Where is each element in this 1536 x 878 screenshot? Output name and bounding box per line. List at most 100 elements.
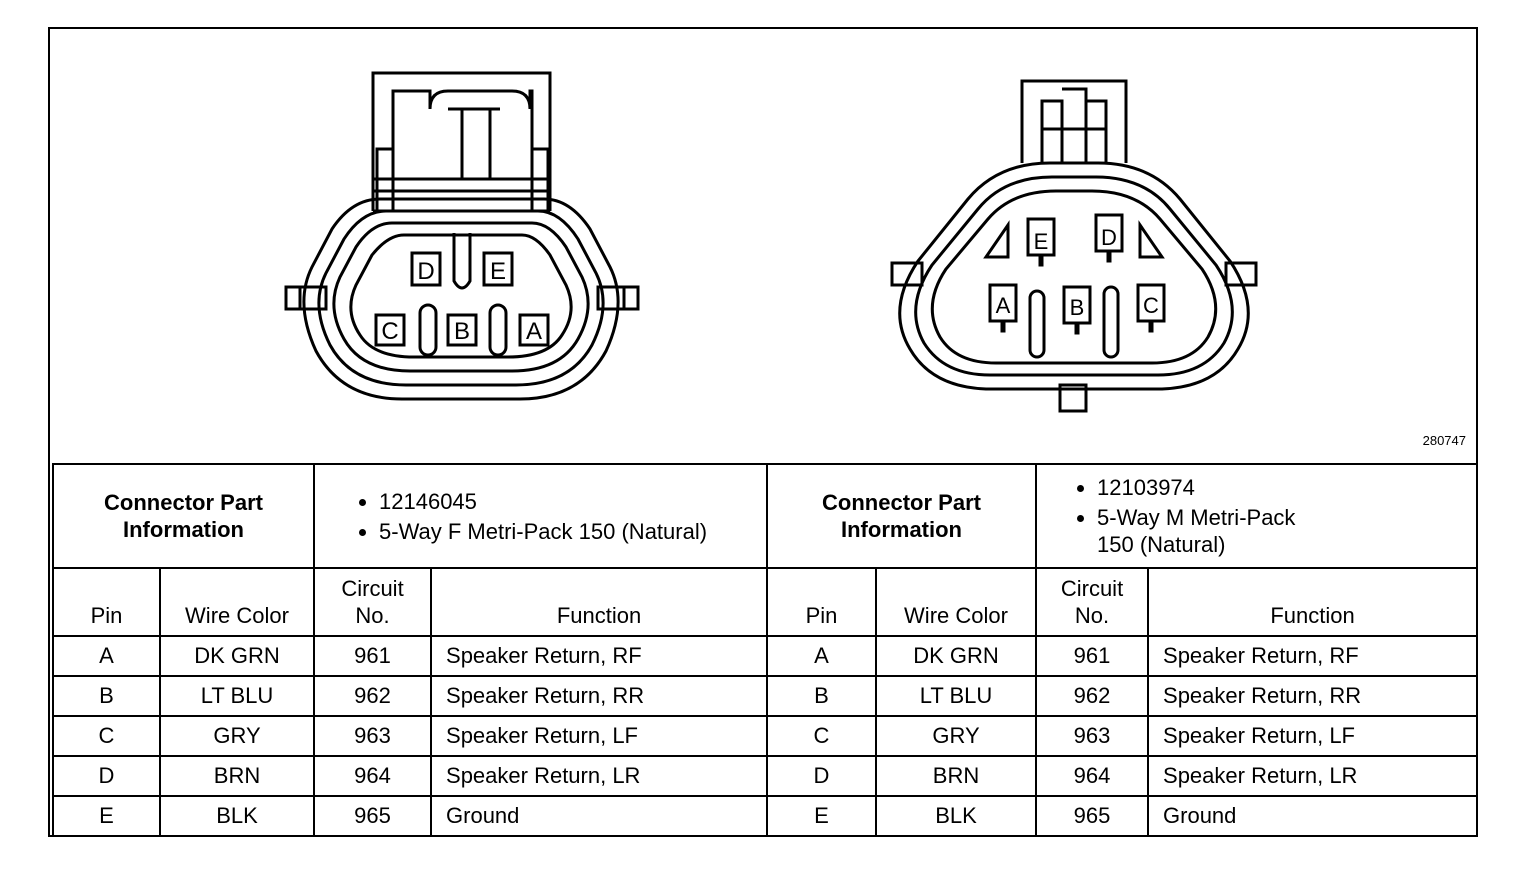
right-rib-1 [1028, 289, 1046, 359]
svg-text:C: C [381, 318, 398, 345]
right-header-circuit-2: No. [1074, 603, 1110, 628]
function-cell: Ground [1147, 795, 1479, 837]
left-info-title-2: Information [123, 517, 244, 542]
right-connector-drawing: E D A B C [890, 79, 1258, 413]
left-info-list: 12146045 5-Way F Metri-Pack 150 (Natural… [313, 463, 769, 569]
svg-text:B: B [1070, 295, 1085, 320]
pin-cell: E [766, 795, 877, 837]
right-header-pin: Pin [766, 567, 877, 637]
svg-text:A: A [526, 318, 542, 345]
left-header-pin: Pin [52, 567, 161, 637]
right-ear-left [890, 261, 924, 287]
function-cell: Speaker Return, LF [430, 715, 769, 757]
right-pin-a: A [988, 283, 1018, 333]
function-cell: Speaker Return, RF [430, 635, 769, 677]
right-part-description: 5-Way M Metri-Pack 150 (Natural) [1097, 504, 1476, 558]
right-header-row: Pin Wire Color Circuit No. Function [766, 567, 1479, 637]
right-header-wire-color: Wire Color [874, 567, 1038, 637]
table-row: D BRN 964 Speaker Return, LR [52, 755, 769, 797]
left-part-number: 12146045 [379, 488, 766, 515]
left-info-row: Connector Part Information 12146045 5-Wa… [51, 463, 769, 569]
circuit-cell: 965 [1035, 795, 1150, 837]
function-cell: Speaker Return, RF [1147, 635, 1479, 677]
right-pin-d: D [1094, 213, 1124, 263]
right-body-mid [914, 175, 1234, 377]
right-part-description-2: 150 (Natural) [1097, 532, 1226, 557]
right-info-label: Connector Part Information [765, 463, 1038, 569]
circuit-cell: 963 [1035, 715, 1150, 757]
svg-text:A: A [996, 293, 1011, 318]
function-cell: Speaker Return, LR [430, 755, 769, 797]
right-body-inner [930, 189, 1218, 365]
left-header-circuit-2: No. [355, 603, 390, 628]
left-key-slot [452, 233, 472, 290]
pin-cell: A [766, 635, 877, 677]
wire-color-cell: GRY [158, 715, 316, 757]
circuit-cell: 965 [313, 795, 433, 837]
left-body-inner [332, 221, 590, 373]
left-header-function: Function [430, 567, 769, 637]
function-cell: Speaker Return, RR [1147, 675, 1479, 717]
right-cavity-right [1138, 220, 1165, 259]
right-pin-c: C [1136, 283, 1166, 333]
left-latch-base [373, 177, 550, 213]
right-body-outer [898, 161, 1250, 391]
left-header-wire-color: Wire Color [158, 567, 316, 637]
left-cavity [349, 233, 573, 359]
table-row: D BRN 964 Speaker Return, LR [766, 755, 1479, 797]
function-cell: Speaker Return, LF [1147, 715, 1479, 757]
right-ear-right [1224, 261, 1258, 287]
right-part-number: 12103974 [1097, 474, 1476, 501]
circuit-cell: 964 [313, 755, 433, 797]
connector-drawings: D E C B A [284, 71, 1258, 413]
svg-text:C: C [1143, 293, 1159, 318]
left-pin-e: E [482, 251, 514, 287]
right-info-list: 12103974 5-Way M Metri-Pack 150 (Natural… [1035, 463, 1479, 569]
circuit-cell: 961 [313, 635, 433, 677]
left-part-description: 5-Way F Metri-Pack 150 (Natural) [379, 518, 766, 545]
left-pin-d: D [410, 251, 442, 287]
pin-cell: D [766, 755, 877, 797]
right-info-title-2: Information [841, 517, 962, 542]
left-pin-a: A [518, 313, 550, 347]
circuit-cell: 964 [1035, 755, 1150, 797]
right-latch-housing [1020, 79, 1128, 163]
left-rib-1 [418, 303, 438, 357]
right-header-function: Function [1147, 567, 1479, 637]
wire-color-cell: BLK [158, 795, 316, 837]
left-body-outer [302, 197, 620, 401]
right-cavity-left [983, 220, 1010, 259]
right-info-row: Connector Part Information 12103974 5-Wa… [765, 463, 1479, 569]
table-row: E BLK 965 Ground [52, 795, 769, 837]
table-row: A DK GRN 961 Speaker Return, RF [766, 635, 1479, 677]
left-latch-stem [448, 107, 500, 179]
table-row: C GRY 963 Speaker Return, LF [766, 715, 1479, 757]
table-row: A DK GRN 961 Speaker Return, RF [52, 635, 769, 677]
function-cell: Speaker Return, LR [1147, 755, 1479, 797]
pin-cell: B [766, 675, 877, 717]
function-cell: Speaker Return, RR [430, 675, 769, 717]
left-latch-inner [391, 89, 534, 211]
right-part-description-1: 5-Way M Metri-Pack [1097, 505, 1296, 530]
table-row: B LT BLU 962 Speaker Return, RR [52, 675, 769, 717]
wire-color-cell: BLK [874, 795, 1038, 837]
figure-id: 280747 [1422, 433, 1466, 448]
right-rib-2 [1102, 285, 1120, 359]
svg-text:D: D [1101, 225, 1117, 250]
circuit-cell: 961 [1035, 635, 1150, 677]
diagram-frame: D E C B A [48, 27, 1479, 837]
right-latch-inner [1040, 87, 1108, 163]
right-bottom-tab [1058, 383, 1088, 413]
pin-cell: D [52, 755, 161, 797]
left-pin-b: B [446, 313, 478, 347]
wire-color-cell: BRN [874, 755, 1038, 797]
wire-color-cell: BRN [158, 755, 316, 797]
wire-color-cell: DK GRN [874, 635, 1038, 677]
pin-cell: C [52, 715, 161, 757]
svg-text:E: E [490, 258, 506, 285]
left-latch-housing [371, 71, 552, 211]
pin-cell: A [52, 635, 161, 677]
wire-color-cell: DK GRN [158, 635, 316, 677]
left-body-mid [317, 209, 605, 387]
pin-cell: C [766, 715, 877, 757]
